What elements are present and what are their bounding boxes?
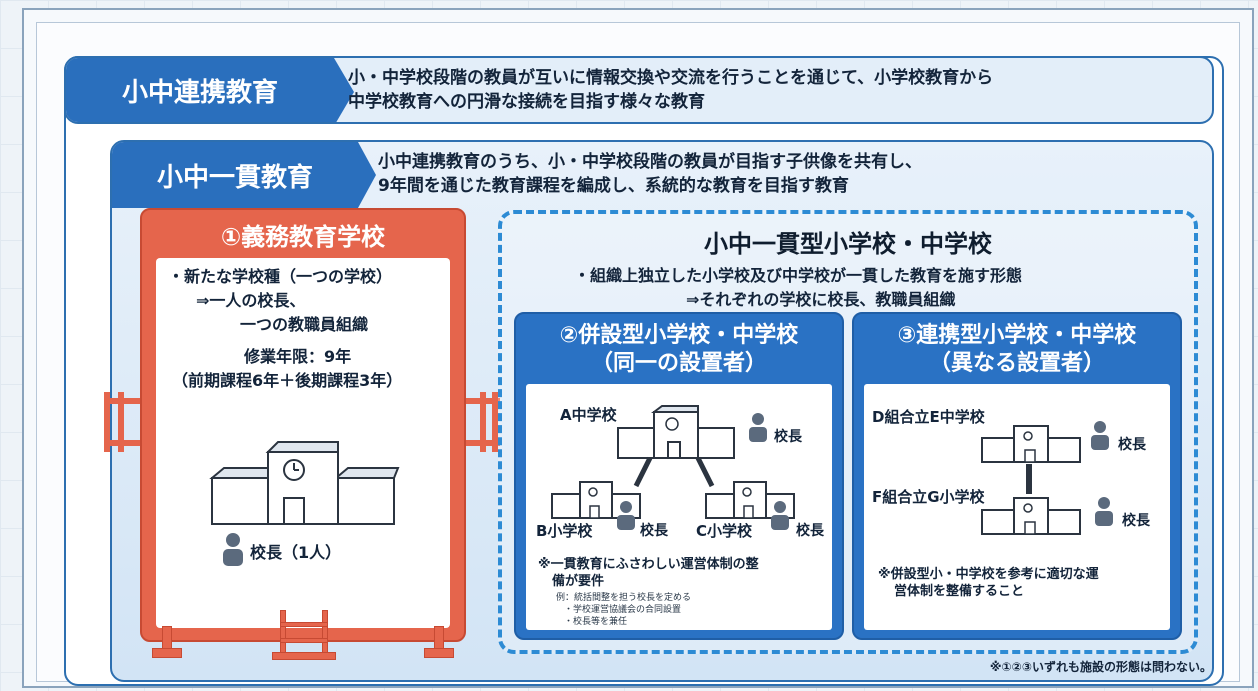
board-foot-left xyxy=(152,648,182,658)
gimu-arrow1: ⇒一人の校長、 xyxy=(196,291,306,310)
person-icon xyxy=(617,501,635,530)
person-icon xyxy=(1095,497,1113,526)
gimu-years-detail: （前期課程6年＋後期課程3年） xyxy=(172,371,403,390)
heisetsu-junior-principal: 校長 xyxy=(774,429,802,445)
gimu-title: ①義務教育学校 xyxy=(220,222,386,251)
scaffold-right-post1 xyxy=(480,392,486,452)
board-foot-right xyxy=(424,648,454,658)
gimu-years: 修業年限：9年 xyxy=(244,347,352,366)
renkeigata-title-line2: （異なる設置者） xyxy=(928,351,1105,376)
person-icon xyxy=(1091,421,1109,450)
renkei-title: 小中連携教育 xyxy=(66,58,354,122)
heisetsu-note-line2: 備が要件 xyxy=(552,574,605,589)
board-leg-right xyxy=(434,626,444,650)
renkei-description: 小・中学校段階の教員が互いに情報交換や交流を行うことを通じて、小学校教育から 中… xyxy=(348,66,1198,114)
renkeigata-junior-label: D組合立E中学校 xyxy=(872,408,985,426)
scaffold-right-post2 xyxy=(492,392,498,452)
footnote: ※①②③いずれも施設の形態は問わない。 xyxy=(989,660,1212,674)
renkei-desc-line1: 小・中学校段階の教員が互いに情報交換や交流を行うことを通じて、小学校教育から xyxy=(348,68,994,88)
heisetsu-junior-label: A中学校 xyxy=(560,406,617,424)
heisetsu-title-line1: ②併設型小学校・中学校 xyxy=(559,323,799,348)
person-icon xyxy=(749,413,767,442)
scaffold-left-post2 xyxy=(118,392,124,452)
ikkan-gata-arrow: ⇒それぞれの学校に校長、教職員組織 xyxy=(686,290,956,309)
heisetsu-elem-b-label: B小学校 xyxy=(536,522,593,540)
scaffold-left-bar-top xyxy=(104,398,144,404)
ikkan-desc-line1: 小中連携教育のうち、小・中学校段階の教員が目指す子供像を共有し、 xyxy=(378,152,922,172)
renkeigata-title-line1: ③連携型小学校・中学校 xyxy=(897,323,1137,348)
renkeigata-elem-label: F組合立G小学校 xyxy=(872,488,985,506)
renkeigata-note-line2: 営体制を整備すること xyxy=(894,584,1025,599)
school-building-icon xyxy=(617,405,735,459)
board-ladder-rung2 xyxy=(280,638,328,643)
school-building-icon xyxy=(981,497,1081,535)
renkei-header: 小中連携教育 小・中学校段階の教員が互いに情報交換や交流を行うことを通じて、小学… xyxy=(64,56,1214,124)
ikkan-gata-title: 小中一貫型小学校・中学校 xyxy=(704,230,992,258)
heisetsu-note-line1: ※一貫教育にふさわしい運営体制の整 xyxy=(538,557,759,572)
heisetsu-example1: 例：統括間整を担う校長を定める xyxy=(556,593,692,603)
board-ladder-right xyxy=(322,610,328,658)
ikkan-description: 小中連携教育のうち、小・中学校段階の教員が目指す子供像を共有し、 9年間を通じた… xyxy=(378,150,1198,198)
gimu-principal: 校長（1人） xyxy=(250,543,342,562)
board-ladder-base xyxy=(272,652,336,660)
renkeigata-note-line1: ※併設型小・中学校を参考に適切な運 xyxy=(878,567,1099,582)
scaffold-left-post1 xyxy=(104,392,110,452)
renkeigata-junior-principal: 校長 xyxy=(1118,437,1146,453)
school-building-icon xyxy=(705,481,795,519)
school-building-icon xyxy=(981,425,1081,463)
renkei-desc-line2: 中学校教育への円滑な接続を目指す様々な教育 xyxy=(348,92,705,112)
ikkan-title: 小中一貫教育 xyxy=(112,142,376,208)
heisetsu-example3: ・校長等を兼任 xyxy=(564,617,628,627)
gimu-bullet: ・新たな学校種（一つの学校） xyxy=(168,267,393,286)
board-leg-left xyxy=(162,626,172,650)
renkeigata-elem-principal: 校長 xyxy=(1122,513,1150,529)
scaffold-left-bar-bottom xyxy=(104,440,144,446)
heisetsu-elem-b-principal: 校長 xyxy=(640,523,668,539)
school-building-icon xyxy=(209,441,400,525)
ikkan-gata-bullet: ・組織上独立した小学校及び中学校が一貫した教育を施す形態 xyxy=(574,266,1023,285)
board-ladder-rung1 xyxy=(280,622,328,627)
heisetsu-elem-c-label: C小学校 xyxy=(696,522,753,540)
person-icon xyxy=(223,533,243,566)
connector-lines xyxy=(633,456,715,488)
heisetsu-elem-c-principal: 校長 xyxy=(796,523,824,539)
ikkan-desc-line2: 9年間を通じた教育課程を編成し、系統的な教育を目指す教育 xyxy=(378,176,849,196)
board-ladder-left xyxy=(280,610,286,658)
heisetsu-example2: ・学校運営協議会の合同設置 xyxy=(564,605,682,615)
person-icon xyxy=(771,501,789,530)
gimu-arrow2: 一つの教職員組織 xyxy=(240,315,369,334)
heisetsu-title-line2: （同一の設置者） xyxy=(590,351,767,376)
renkeigata-connector xyxy=(1026,464,1032,494)
